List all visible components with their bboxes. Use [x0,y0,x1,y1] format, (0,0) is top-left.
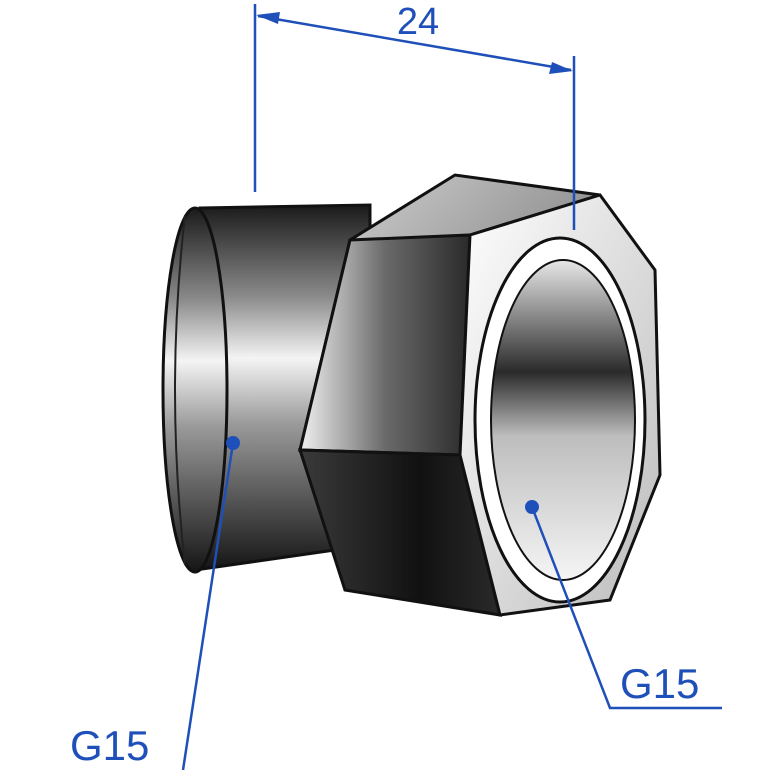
dimension-value: 24 [397,1,439,43]
right-thread-label: G15 [620,660,699,707]
leader-right: G15 [525,500,722,710]
left-thread-label: G15 [70,722,149,769]
arrowhead-right-icon [549,62,573,74]
hex-nut [297,173,662,617]
leader-left: G15 [70,436,240,770]
dimension-24: 24 [253,1,576,230]
arrowhead-left-icon [256,12,280,24]
